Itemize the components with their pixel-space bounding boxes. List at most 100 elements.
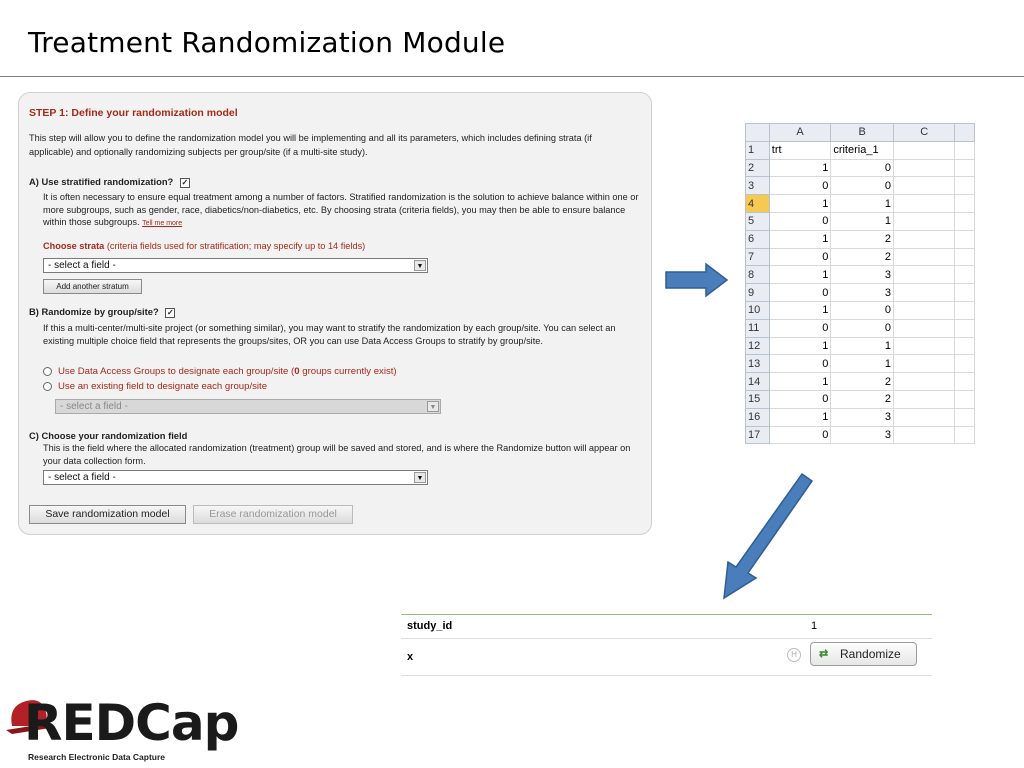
cell-d[interactable] — [954, 247, 975, 267]
cell-c[interactable] — [892, 283, 956, 302]
cell-b[interactable]: 3 — [830, 407, 894, 427]
cell-a[interactable]: 1 — [768, 158, 832, 178]
cell-a[interactable]: 0 — [768, 176, 832, 196]
cell-c[interactable] — [892, 194, 956, 213]
row-number[interactable]: 7 — [745, 247, 770, 267]
existing-field-radio[interactable] — [43, 381, 52, 391]
cell-c[interactable] — [892, 158, 956, 178]
cell-a[interactable]: 1 — [768, 300, 832, 320]
row-number[interactable]: 6 — [745, 229, 770, 249]
cell-b[interactable]: 2 — [830, 247, 894, 267]
cell-b[interactable]: 2 — [830, 229, 894, 249]
erase-model-button[interactable]: Erase randomization model — [193, 505, 353, 524]
cell-b[interactable]: 0 — [830, 176, 894, 196]
cell-d[interactable] — [954, 158, 975, 178]
group-site-field-select[interactable]: - select a field - ▼ — [55, 399, 441, 414]
cell-d[interactable] — [954, 389, 975, 409]
row-number[interactable]: 13 — [745, 354, 770, 374]
cell-a[interactable]: 1 — [768, 194, 832, 213]
column-header[interactable]: B — [830, 123, 894, 142]
cell-b[interactable]: 2 — [830, 372, 894, 391]
cell-b[interactable]: 3 — [830, 425, 894, 445]
row-number[interactable]: 3 — [745, 176, 770, 196]
column-header[interactable]: A — [768, 123, 832, 142]
cell-c[interactable] — [892, 229, 956, 249]
cell-c[interactable] — [892, 407, 956, 427]
stratified-checkbox[interactable]: ✓ — [179, 177, 190, 188]
row-number[interactable]: 16 — [745, 407, 770, 427]
cell-d[interactable] — [954, 283, 975, 302]
cell-c[interactable] — [892, 265, 956, 285]
cell-d[interactable] — [954, 194, 975, 213]
cell-c[interactable] — [892, 336, 956, 356]
dag-option[interactable]: Use Data Access Groups to designate each… — [43, 366, 643, 379]
cell-c[interactable] — [892, 247, 956, 267]
row-number[interactable]: 15 — [745, 389, 770, 409]
cell-c[interactable] — [892, 354, 956, 374]
cell-c[interactable] — [892, 211, 956, 231]
randomization-field-select[interactable]: - select a field - ▼ — [43, 470, 428, 485]
cell-a[interactable]: 0 — [768, 283, 832, 302]
cell-d[interactable] — [954, 354, 975, 374]
cell-d[interactable] — [954, 336, 975, 356]
cell-c[interactable] — [892, 372, 956, 391]
column-header[interactable]: C — [892, 123, 956, 142]
cell-d[interactable] — [954, 425, 975, 445]
cell-d[interactable] — [954, 372, 975, 391]
row-number[interactable]: 8 — [745, 265, 770, 285]
cell-c[interactable] — [892, 300, 956, 320]
row-number[interactable]: 2 — [745, 158, 770, 178]
cell-b[interactable]: 2 — [830, 389, 894, 409]
row-number[interactable]: 4 — [745, 194, 770, 213]
cell-a[interactable]: 1 — [768, 336, 832, 356]
cell-c[interactable] — [892, 425, 956, 445]
cell-d[interactable] — [954, 407, 975, 427]
cell-a[interactable]: 1 — [768, 229, 832, 249]
cell-a[interactable]: 1 — [768, 407, 832, 427]
row-number[interactable]: 17 — [745, 425, 770, 445]
cell-a[interactable]: 1 — [768, 372, 832, 391]
row-number[interactable]: 9 — [745, 283, 770, 302]
cell-b[interactable]: 3 — [830, 283, 894, 302]
existing-field-option[interactable]: Use an existing field to designate each … — [43, 381, 643, 394]
cell-d[interactable] — [954, 318, 975, 338]
cell-a[interactable]: 0 — [768, 389, 832, 409]
row-number[interactable]: 14 — [745, 372, 770, 391]
history-icon[interactable]: H — [787, 648, 801, 662]
cell-b[interactable]: 1 — [830, 336, 894, 356]
strata-field-select[interactable]: - select a field - ▼ — [43, 258, 428, 273]
cell-b[interactable]: 0 — [830, 318, 894, 338]
save-model-button[interactable]: Save randomization model — [29, 505, 186, 524]
cell-a[interactable]: 0 — [768, 247, 832, 267]
cell-b[interactable]: 0 — [830, 300, 894, 320]
cell-b[interactable]: criteria_1 — [830, 140, 894, 160]
cell-d[interactable] — [954, 300, 975, 320]
row-number[interactable]: 11 — [745, 318, 770, 338]
cell-d[interactable] — [954, 265, 975, 285]
cell-a[interactable]: trt — [768, 140, 832, 160]
cell-a[interactable]: 0 — [768, 318, 832, 338]
add-stratum-button[interactable]: Add another stratum — [43, 279, 142, 294]
tell-me-more-link[interactable]: Tell me more — [142, 220, 183, 227]
row-number[interactable]: 10 — [745, 300, 770, 320]
cell-b[interactable]: 3 — [830, 265, 894, 285]
cell-b[interactable]: 1 — [830, 354, 894, 374]
cell-c[interactable] — [892, 318, 956, 338]
cell-d[interactable] — [954, 211, 975, 231]
row-number[interactable]: 12 — [745, 336, 770, 356]
group-site-checkbox[interactable]: ✓ — [165, 307, 176, 318]
cell-a[interactable]: 0 — [768, 354, 832, 374]
cell-c[interactable] — [892, 176, 956, 196]
randomize-button[interactable]: ⇄ Randomize — [810, 642, 917, 666]
row-number[interactable]: 5 — [745, 211, 770, 231]
cell-d[interactable] — [954, 229, 975, 249]
cell-a[interactable]: 0 — [768, 425, 832, 445]
dag-radio[interactable] — [43, 366, 52, 376]
cell-a[interactable]: 0 — [768, 211, 832, 231]
cell-b[interactable]: 0 — [830, 158, 894, 178]
cell-c[interactable] — [892, 389, 956, 409]
cell-d[interactable] — [954, 176, 975, 196]
cell-b[interactable]: 1 — [830, 194, 894, 213]
cell-c[interactable] — [892, 140, 956, 160]
cell-a[interactable]: 1 — [768, 265, 832, 285]
